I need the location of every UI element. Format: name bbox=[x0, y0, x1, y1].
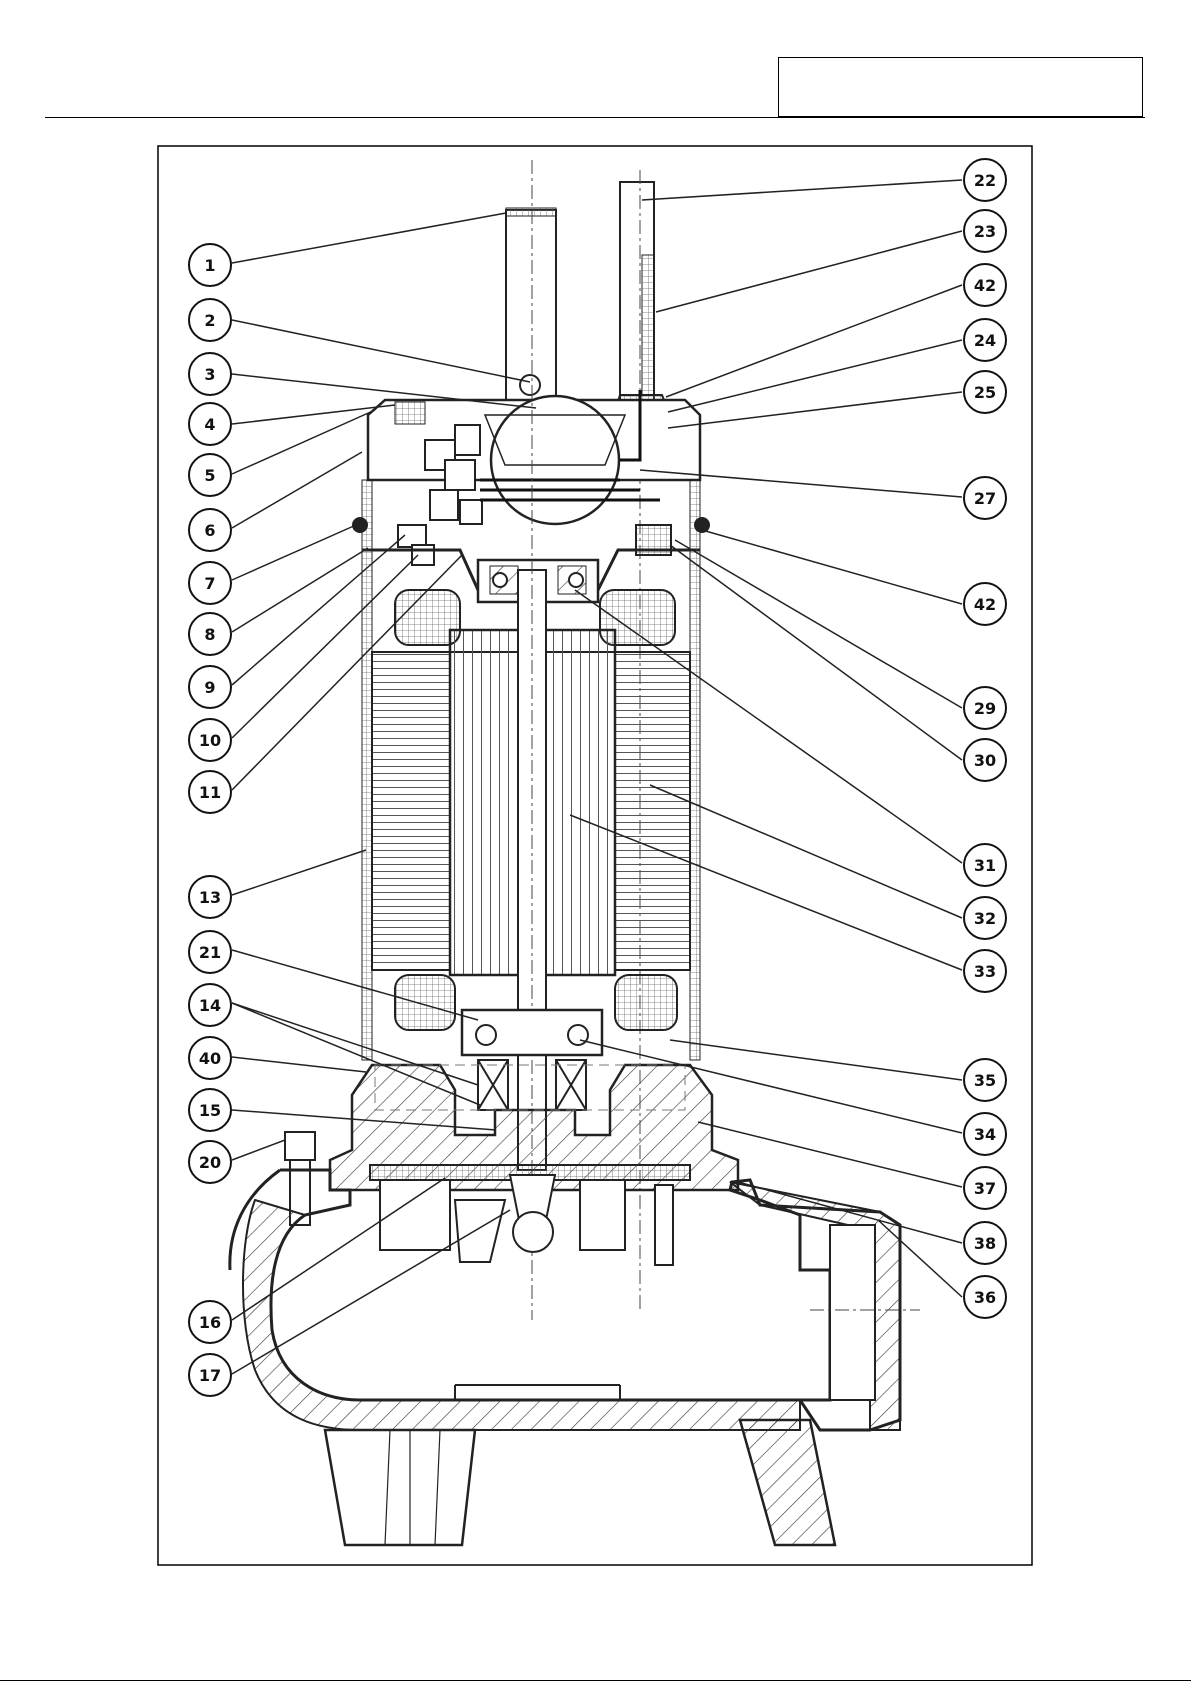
svg-text:9: 9 bbox=[204, 678, 215, 697]
svg-text:31: 31 bbox=[974, 856, 996, 875]
callout-32: 32 bbox=[964, 897, 1006, 939]
callout-21: 21 bbox=[189, 931, 231, 973]
svg-text:35: 35 bbox=[974, 1071, 996, 1090]
callout-37: 37 bbox=[964, 1167, 1006, 1209]
motor-housing-right-wall bbox=[690, 480, 700, 1060]
callout-14: 14 bbox=[189, 984, 231, 1026]
foot-right bbox=[740, 1420, 835, 1545]
svg-text:14: 14 bbox=[199, 996, 221, 1015]
callout-38: 38 bbox=[964, 1222, 1006, 1264]
callout-11: 11 bbox=[189, 771, 231, 813]
callout-1: 1 bbox=[189, 244, 231, 286]
svg-text:11: 11 bbox=[199, 783, 221, 802]
callout-7: 7 bbox=[189, 562, 231, 604]
svg-text:34: 34 bbox=[974, 1125, 996, 1144]
callout-6: 6 bbox=[189, 509, 231, 551]
callout-8: 8 bbox=[189, 613, 231, 655]
callout-40: 40 bbox=[189, 1037, 231, 1079]
svg-text:33: 33 bbox=[974, 962, 996, 981]
callout-35: 35 bbox=[964, 1059, 1006, 1101]
svg-text:21: 21 bbox=[199, 943, 221, 962]
bolt-head bbox=[285, 1132, 315, 1160]
svg-text:7: 7 bbox=[204, 574, 215, 593]
callout-29: 29 bbox=[964, 687, 1006, 729]
svg-text:17: 17 bbox=[199, 1366, 221, 1385]
svg-text:16: 16 bbox=[199, 1313, 221, 1332]
svg-text:24: 24 bbox=[974, 331, 996, 350]
svg-text:38: 38 bbox=[974, 1234, 996, 1253]
svg-text:42: 42 bbox=[974, 276, 996, 295]
svg-text:2: 2 bbox=[204, 311, 215, 330]
svg-text:4: 4 bbox=[204, 415, 215, 434]
svg-text:32: 32 bbox=[974, 909, 996, 928]
callout-31: 31 bbox=[964, 844, 1006, 886]
svg-text:27: 27 bbox=[974, 489, 996, 508]
callout-36: 36 bbox=[964, 1276, 1006, 1318]
svg-text:8: 8 bbox=[204, 625, 215, 644]
callout-33: 33 bbox=[964, 950, 1006, 992]
callout-42-top: 42 bbox=[964, 264, 1006, 306]
callout-25: 25 bbox=[964, 371, 1006, 413]
svg-text:20: 20 bbox=[199, 1153, 221, 1172]
callout-34: 34 bbox=[964, 1113, 1006, 1155]
svg-text:36: 36 bbox=[974, 1288, 996, 1307]
callout-16: 16 bbox=[189, 1301, 231, 1343]
svg-text:25: 25 bbox=[974, 383, 996, 402]
svg-text:3: 3 bbox=[204, 365, 215, 384]
callout-2: 2 bbox=[189, 299, 231, 341]
callout-24: 24 bbox=[964, 319, 1006, 361]
svg-text:30: 30 bbox=[974, 751, 996, 770]
svg-text:1: 1 bbox=[204, 256, 215, 275]
callout-22: 22 bbox=[964, 159, 1006, 201]
callout-27: 27 bbox=[964, 477, 1006, 519]
callout-42-lower: 42 bbox=[964, 583, 1006, 625]
callout-9: 9 bbox=[189, 666, 231, 708]
callout-3: 3 bbox=[189, 353, 231, 395]
svg-text:37: 37 bbox=[974, 1179, 996, 1198]
svg-text:29: 29 bbox=[974, 699, 996, 718]
svg-text:10: 10 bbox=[199, 731, 221, 750]
svg-text:6: 6 bbox=[204, 521, 215, 540]
callout-10: 10 bbox=[189, 719, 231, 761]
callout-30: 30 bbox=[964, 739, 1006, 781]
callout-17: 17 bbox=[189, 1354, 231, 1396]
svg-text:15: 15 bbox=[199, 1101, 221, 1120]
callout-20: 20 bbox=[189, 1141, 231, 1183]
svg-text:42: 42 bbox=[974, 595, 996, 614]
callout-15: 15 bbox=[189, 1089, 231, 1131]
svg-text:13: 13 bbox=[199, 888, 221, 907]
svg-text:22: 22 bbox=[974, 171, 996, 190]
svg-text:23: 23 bbox=[974, 222, 996, 241]
callout-5: 5 bbox=[189, 454, 231, 496]
stator bbox=[372, 652, 450, 970]
svg-text:5: 5 bbox=[204, 466, 215, 485]
foot-left bbox=[325, 1430, 475, 1545]
svg-text:40: 40 bbox=[199, 1049, 221, 1068]
callout-13: 13 bbox=[189, 876, 231, 918]
callout-23: 23 bbox=[964, 210, 1006, 252]
top-tube bbox=[506, 210, 556, 400]
callout-4: 4 bbox=[189, 403, 231, 445]
